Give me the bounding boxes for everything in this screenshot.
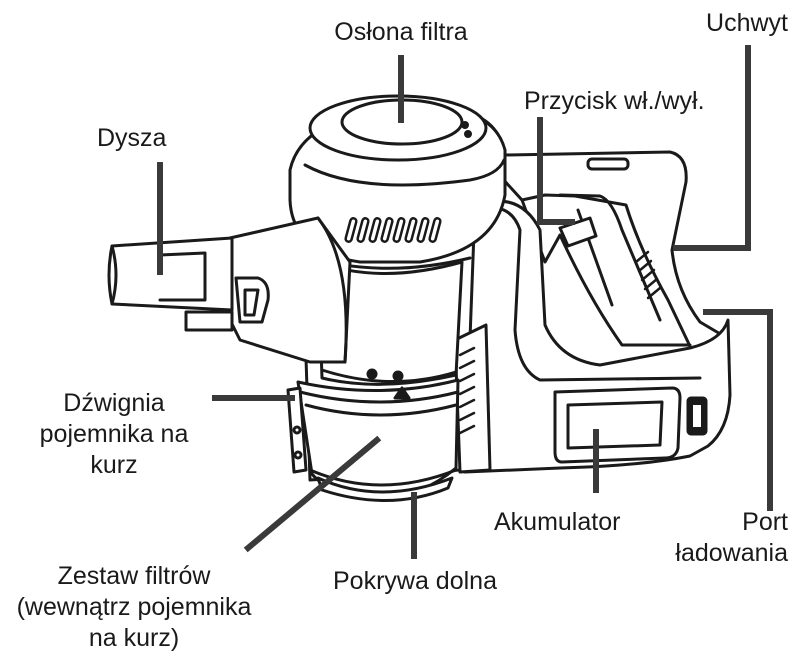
label-battery: Akumulator	[494, 507, 620, 538]
label-bottom-cover: Pokrywa dolna	[305, 566, 525, 597]
nozzle-shape	[109, 218, 350, 362]
label-dust-bin-lever-line-1: Dźwignia	[14, 388, 214, 419]
label-dust-bin-lever-line-2: pojemnika na	[14, 419, 214, 450]
label-filter-set-line-3: na kurz)	[0, 623, 268, 654]
label-filter-set-line-2: (wewnątrz pojemnika	[0, 592, 268, 623]
leader-handle	[676, 48, 748, 248]
label-nozzle: Dysza	[97, 123, 166, 154]
label-filter-set-line-1: Zestaw filtrów	[0, 561, 268, 592]
label-charging-port-line-1: Port	[640, 507, 788, 538]
label-dust-bin-lever: Dźwignia pojemnika na kurz	[14, 388, 214, 481]
label-filter-set: Zestaw filtrów (wewnątrz pojemnika na ku…	[0, 561, 268, 654]
battery-pack	[555, 388, 680, 462]
label-charging-port: Port ładowania	[640, 507, 788, 569]
label-dust-bin-lever-line-3: kurz	[14, 450, 214, 481]
label-charging-port-line-2: ładowania	[640, 538, 788, 569]
charging-port-shape	[688, 398, 706, 434]
label-filter-cover: Osłona filtra	[296, 17, 506, 48]
label-power-button: Przycisk wł./wył.	[524, 86, 705, 117]
label-handle: Uchwyt	[640, 8, 788, 39]
